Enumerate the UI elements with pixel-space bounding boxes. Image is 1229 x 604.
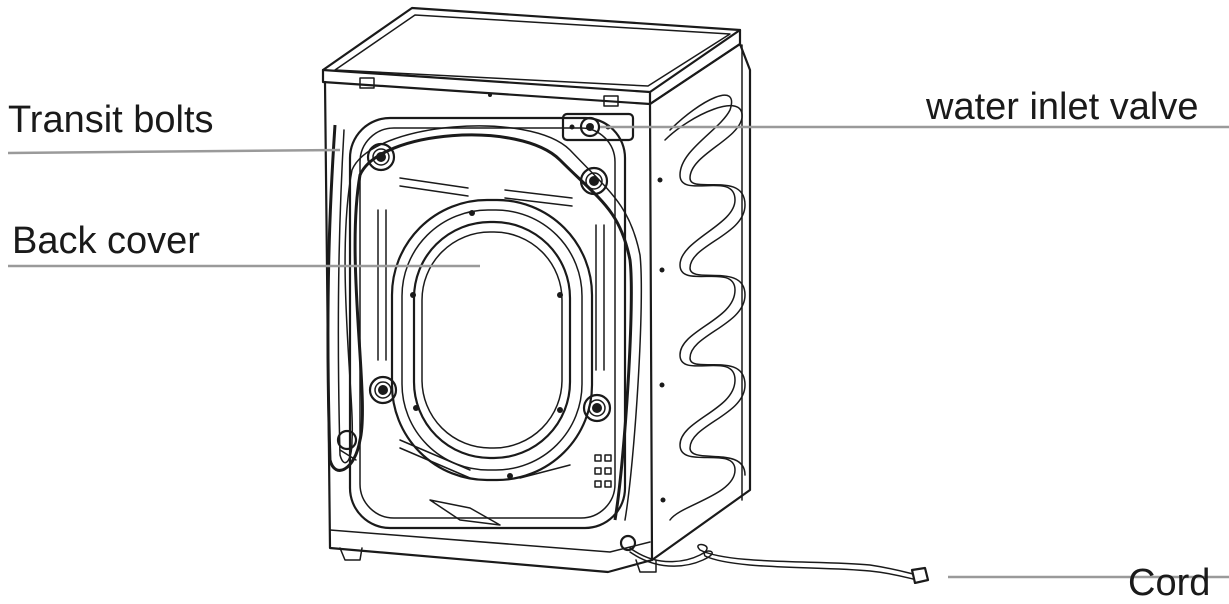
diagram-stage <box>7 6 1229 585</box>
hose-clip <box>336 429 358 461</box>
transit-bolt-top-left <box>366 142 396 172</box>
label-water-inlet-valve: water inlet valve <box>926 86 1199 128</box>
leader-transit-bolts <box>7 148 341 155</box>
top-panel <box>321 6 742 106</box>
transit-bolt-bottom-right <box>582 393 612 423</box>
power-cord <box>619 534 930 585</box>
label-back-cover: Back cover <box>12 220 200 262</box>
label-transit-bolts: Transit bolts <box>8 99 214 141</box>
transit-bolt-bottom-left <box>368 375 398 405</box>
back-cover-grooves <box>377 177 605 479</box>
top-clips <box>359 77 619 107</box>
back-cover <box>390 198 594 482</box>
leader-lines <box>7 125 1229 579</box>
back-face <box>323 80 657 574</box>
washing-machine-rear-illustration <box>7 6 1229 585</box>
label-cord: Cord <box>1128 562 1211 604</box>
side-face <box>648 42 752 562</box>
transit-bolt-top-right <box>579 166 609 196</box>
vent-holes <box>429 454 612 526</box>
